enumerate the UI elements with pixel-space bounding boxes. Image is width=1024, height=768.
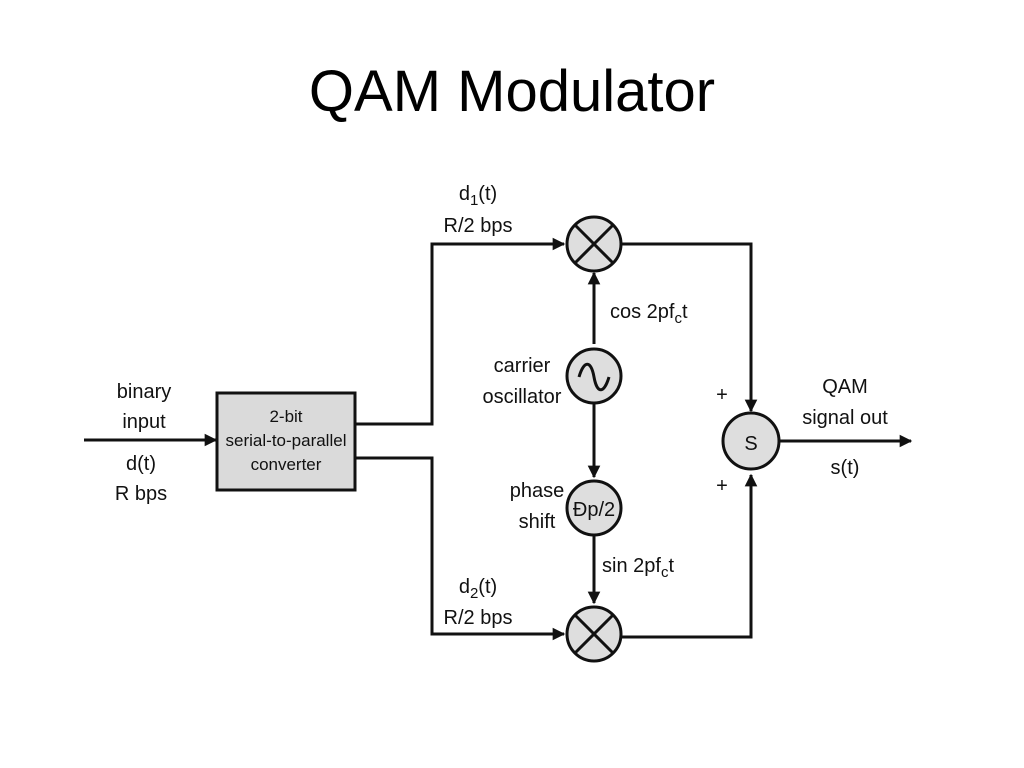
input-label-1: binary: [117, 381, 171, 403]
phase-shift-symbol: Ðp/2: [573, 499, 615, 521]
top-multiplier-cross-b: [573, 223, 615, 265]
summer-plus-top: +: [716, 384, 728, 406]
summer-plus-bottom: +: [716, 475, 728, 497]
output-label-2: signal out: [802, 407, 888, 429]
bottom-multiplier-cross-b: [573, 613, 615, 655]
bottom-branch-rate-label: R/2 bps: [444, 607, 513, 629]
converter-label-3: converter: [251, 455, 322, 474]
bottom-branch-signal-label: d2(t): [459, 576, 497, 602]
input-label-2: input: [122, 411, 166, 433]
sin-carrier-label: sin 2pfct: [602, 555, 674, 581]
converter-label-1: 2-bit: [269, 407, 302, 426]
oscillator-label-2: oscillator: [483, 386, 562, 408]
top-branch-rate-label: R/2 bps: [444, 215, 513, 237]
output-label-1: QAM: [822, 376, 868, 398]
bottom-branch-wire: [355, 456, 566, 641]
top-to-summer-wire: [621, 242, 758, 413]
converter-label-2: serial-to-parallel: [226, 431, 347, 450]
top-branch-wire: [355, 237, 566, 426]
output-signal-label: s(t): [831, 457, 860, 479]
sine-wave-icon: [577, 362, 611, 392]
bottom-to-summer-wire: [621, 473, 758, 639]
top-branch-signal-label: d1(t): [459, 183, 497, 209]
input-rate-label: R bps: [115, 483, 167, 505]
page-title: QAM Modulator: [308, 59, 716, 124]
cos-carrier-label: cos 2pfct: [610, 301, 688, 327]
input-signal-label: d(t): [126, 453, 156, 475]
phase-label-1: phase: [510, 480, 565, 502]
phase-label-2: shift: [519, 511, 556, 533]
summer-symbol: S: [744, 433, 757, 455]
oscillator-label-1: carrier: [494, 355, 551, 377]
serial-to-parallel-converter: [215, 391, 357, 492]
